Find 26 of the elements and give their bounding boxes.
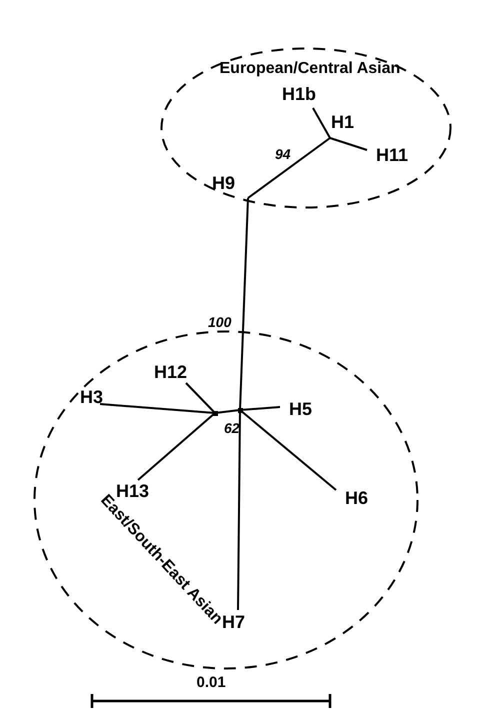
haplotype-label: H3: [80, 387, 104, 407]
branch-line: [330, 137, 368, 151]
dashed-ellipse: [33, 330, 419, 670]
branch-line: [247, 137, 331, 199]
bootstrap-value: 62: [224, 420, 240, 436]
scale-label: 0.01: [196, 674, 226, 691]
branch-point: [213, 411, 218, 416]
branch-line: [185, 382, 216, 414]
branch-line: [239, 198, 249, 410]
bootstrap-value: 100: [208, 314, 232, 330]
haplotype-label: H1: [331, 112, 354, 132]
branch-line: [237, 410, 241, 610]
haplotype-label: H12: [154, 362, 188, 382]
branch-point: [238, 408, 243, 413]
haplotype-label: H7: [222, 612, 246, 632]
haplotype-label: H5: [289, 399, 312, 419]
branch-line: [100, 403, 216, 414]
bootstrap-value: 94: [275, 146, 291, 162]
branch-line: [137, 412, 216, 481]
group-title: European/Central Asian: [220, 60, 400, 78]
haplotype-label: H6: [345, 488, 368, 508]
haplotype-label: H9: [212, 173, 236, 193]
haplotype-label: H11: [376, 145, 408, 165]
dashed-ellipse: [160, 47, 452, 209]
branch-line: [312, 108, 331, 138]
haplotype-label: H1b: [282, 84, 316, 104]
